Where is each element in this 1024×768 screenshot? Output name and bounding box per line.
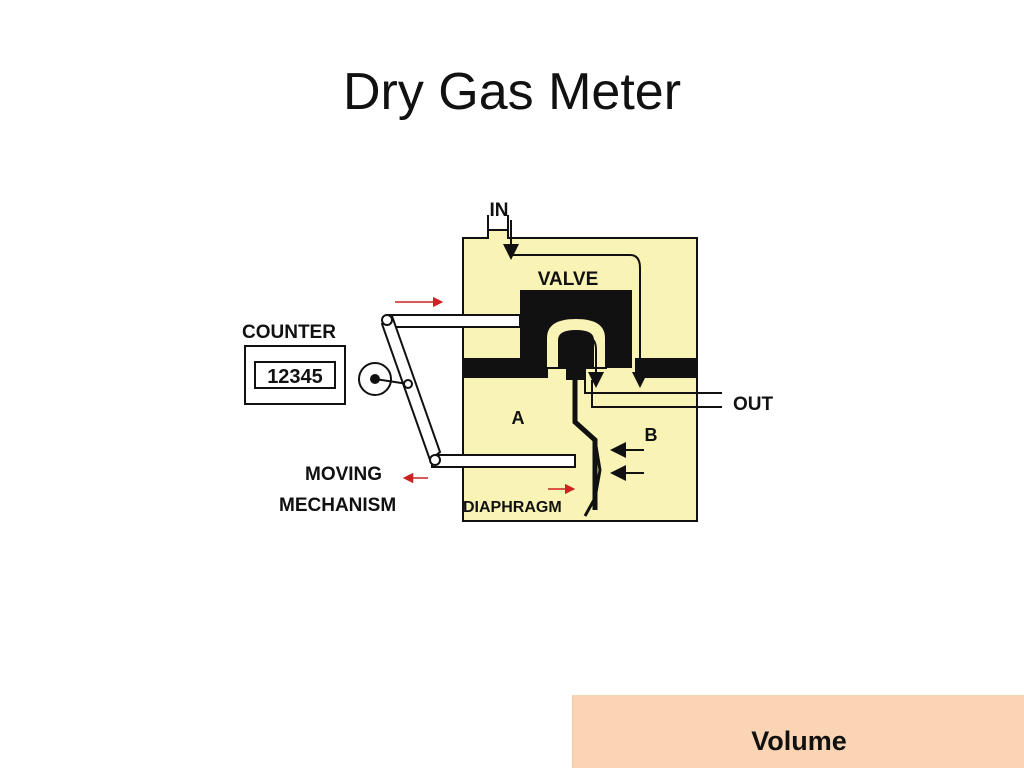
label-mechanism: MECHANISM [279, 495, 396, 516]
gas-path-valve [579, 336, 604, 388]
chamber-b-wall [572, 380, 598, 510]
label-diaphragm: DIAPHRAGM [463, 499, 562, 516]
chamber-b-wall-top [566, 366, 586, 380]
pivot-top [381, 314, 393, 326]
dry-gas-meter-diagram: IN VALVE OUT A B DIAPHRAGM COUNTER 12345… [242, 200, 774, 522]
volume-label: Volume [751, 726, 847, 756]
partition-bar-right [635, 358, 697, 378]
lower-rod [431, 454, 576, 468]
label-chamber-a: A [512, 408, 525, 428]
label-counter: COUNTER [242, 322, 336, 343]
counter-drive-joint [403, 379, 413, 389]
label-in: IN [490, 200, 509, 221]
valve-cavity-inner [558, 330, 594, 368]
label-chamber-b: B [645, 425, 658, 445]
label-valve: VALVE [538, 269, 599, 290]
gas-path-top [511, 254, 648, 388]
pivot-bottom [429, 454, 441, 466]
counter-digits: 12345 [267, 366, 323, 388]
label-out: OUT [733, 394, 774, 415]
upper-rod [387, 314, 521, 328]
label-moving: MOVING [305, 464, 382, 485]
outlet-pipe-upper [584, 380, 722, 394]
counter-display [254, 361, 336, 389]
outlet-pipe-lower [591, 380, 722, 408]
volume-box: Volume [572, 695, 1024, 768]
diaphragm [583, 439, 602, 517]
slide-title: Dry Gas Meter [342, 63, 682, 121]
counter-drive-link [374, 378, 409, 385]
